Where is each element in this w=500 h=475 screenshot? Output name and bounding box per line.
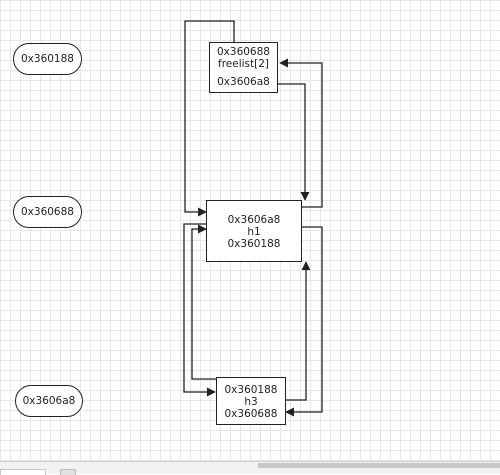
add-page-button[interactable] bbox=[60, 469, 76, 475]
edge-h1-to-freelist[interactable] bbox=[279, 58, 323, 208]
node-freelist[interactable]: 0x360688 freelist[2] 0x3606a8 bbox=[209, 42, 278, 93]
node-h3[interactable]: 0x360188 h3 0x360688 bbox=[216, 377, 286, 425]
node-freelist-line1: 0x360688 bbox=[217, 46, 270, 58]
address-label-0x360688[interactable]: 0x360688 bbox=[13, 196, 82, 228]
node-h3-line2: h3 bbox=[244, 396, 258, 408]
node-freelist-line2: freelist[2] bbox=[218, 58, 269, 70]
edge-h3-right-to-h1[interactable] bbox=[286, 261, 311, 401]
edge-h1-to-h3[interactable] bbox=[183, 223, 216, 397]
node-freelist-line3: 0x3606a8 bbox=[217, 76, 270, 88]
edge-h3-to-h1[interactable] bbox=[191, 224, 216, 380]
node-h1-line2: h1 bbox=[247, 226, 261, 238]
horizontal-scrollbar[interactable] bbox=[258, 463, 500, 468]
node-h1-line3: 0x360188 bbox=[227, 238, 281, 250]
address-label-text: 0x3606a8 bbox=[22, 395, 76, 407]
bottom-bar bbox=[0, 461, 500, 475]
edge-freelist-top-to-h1[interactable] bbox=[184, 20, 235, 217]
edge-freelist-bottom-to-h1[interactable] bbox=[278, 83, 310, 201]
node-h3-line3: 0x360688 bbox=[224, 408, 278, 420]
address-label-0x3606a8[interactable]: 0x3606a8 bbox=[15, 385, 83, 417]
node-h1[interactable]: 0x3606a8 h1 0x360188 bbox=[206, 200, 302, 262]
address-label-text: 0x360688 bbox=[21, 206, 74, 218]
page-tab[interactable] bbox=[0, 469, 46, 475]
node-h3-line1: 0x360188 bbox=[224, 384, 278, 396]
node-h1-line1: 0x3606a8 bbox=[227, 214, 281, 226]
address-label-0x360188[interactable]: 0x360188 bbox=[13, 43, 82, 75]
address-label-text: 0x360188 bbox=[21, 53, 74, 65]
edge-h1-right-to-h3[interactable] bbox=[285, 226, 323, 417]
